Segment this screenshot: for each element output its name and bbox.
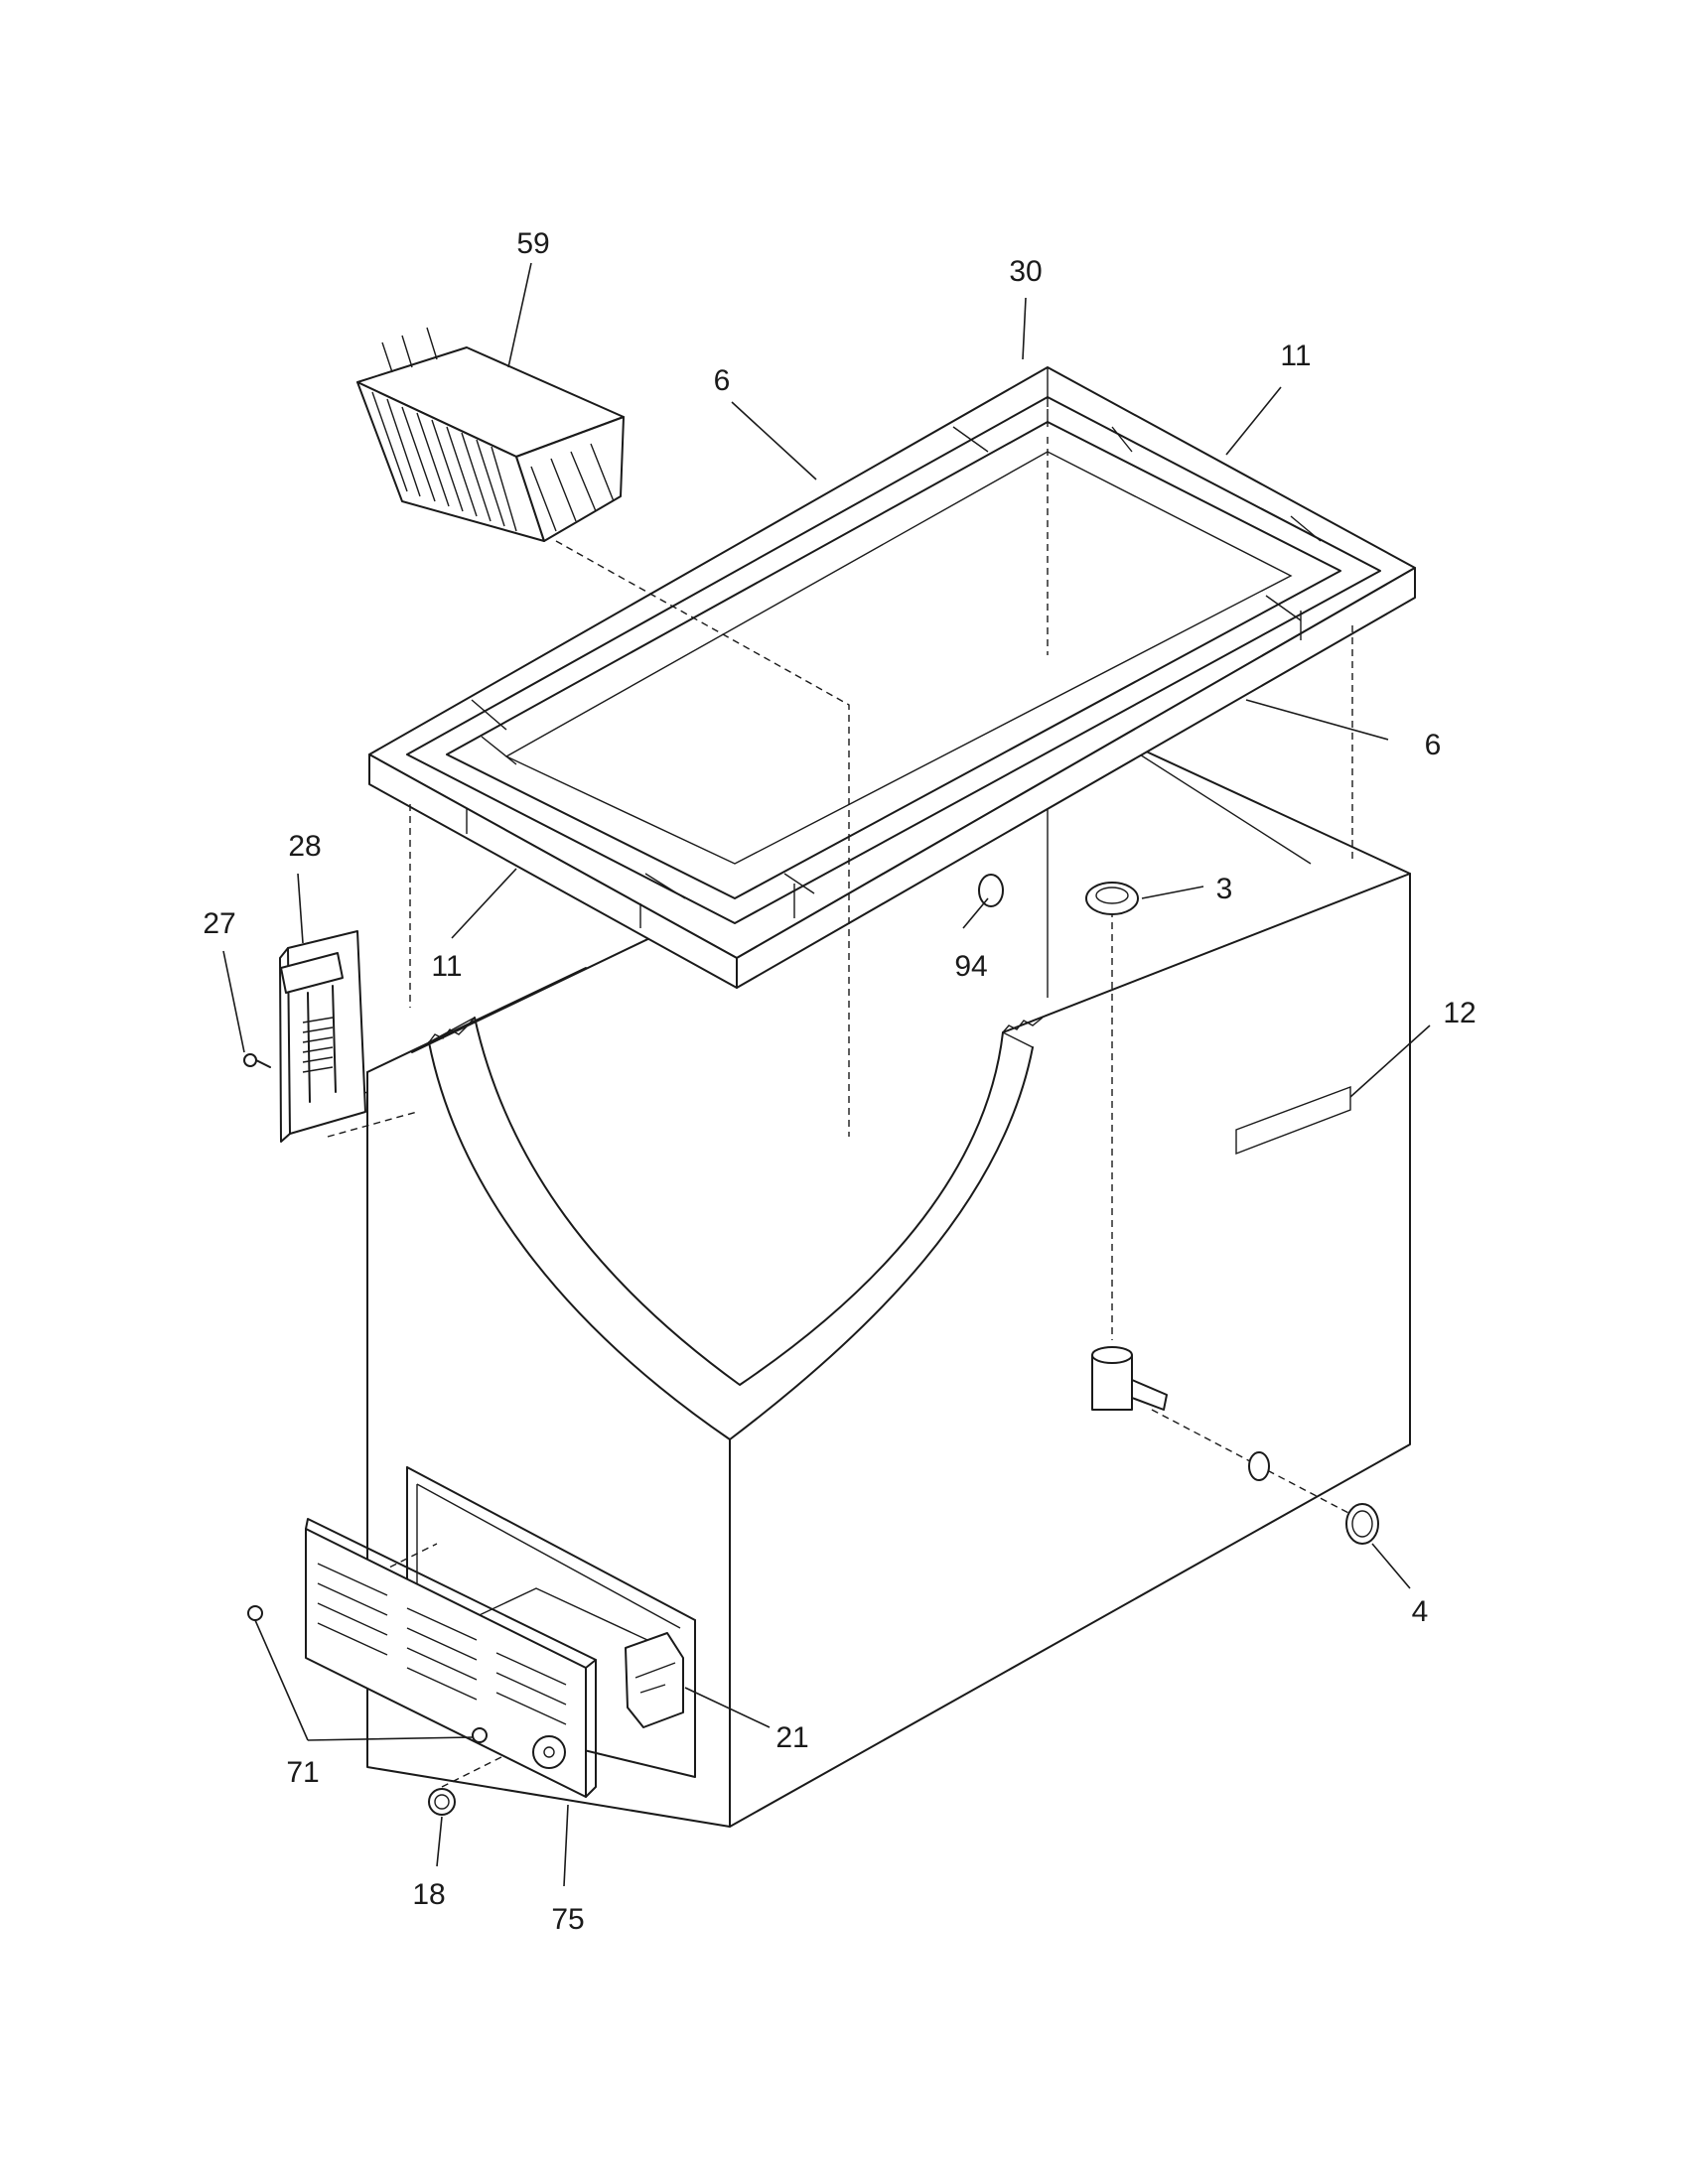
basket-part	[356, 327, 625, 542]
breaker-strip-frame	[368, 366, 1416, 989]
drain-cap-part	[1085, 882, 1139, 915]
callout-94: 94	[954, 950, 987, 983]
callout-6-top: 6	[714, 364, 731, 397]
callout-4: 4	[1412, 1595, 1429, 1628]
callout-6-right: 6	[1425, 729, 1442, 761]
callout-27: 27	[203, 907, 235, 940]
leader-lines	[222, 262, 1431, 1887]
callout-11-left: 11	[431, 950, 462, 983]
thermostat-part	[625, 1632, 684, 1728]
callout-3: 3	[1216, 873, 1233, 905]
callout-18: 18	[412, 1878, 445, 1911]
plug-part	[978, 874, 1004, 907]
callout-28: 28	[288, 830, 321, 863]
knob-part	[428, 1788, 456, 1816]
callout-71: 71	[286, 1756, 319, 1789]
callout-21: 21	[775, 1721, 808, 1754]
callout-12: 12	[1443, 997, 1476, 1029]
callouts: 59 30 11 6 6 28 27 11 3 94 12 4 21 71 18…	[203, 227, 1476, 1936]
grommet-part	[1248, 1451, 1379, 1545]
callout-75: 75	[551, 1903, 584, 1936]
callout-30: 30	[1009, 255, 1042, 288]
grille-part	[305, 1518, 597, 1798]
hinge-part	[279, 930, 366, 1143]
callout-11-top: 11	[1280, 340, 1311, 372]
screw-part	[243, 1053, 271, 1068]
drain-tube-part	[1091, 1346, 1168, 1411]
callout-59: 59	[516, 227, 549, 260]
